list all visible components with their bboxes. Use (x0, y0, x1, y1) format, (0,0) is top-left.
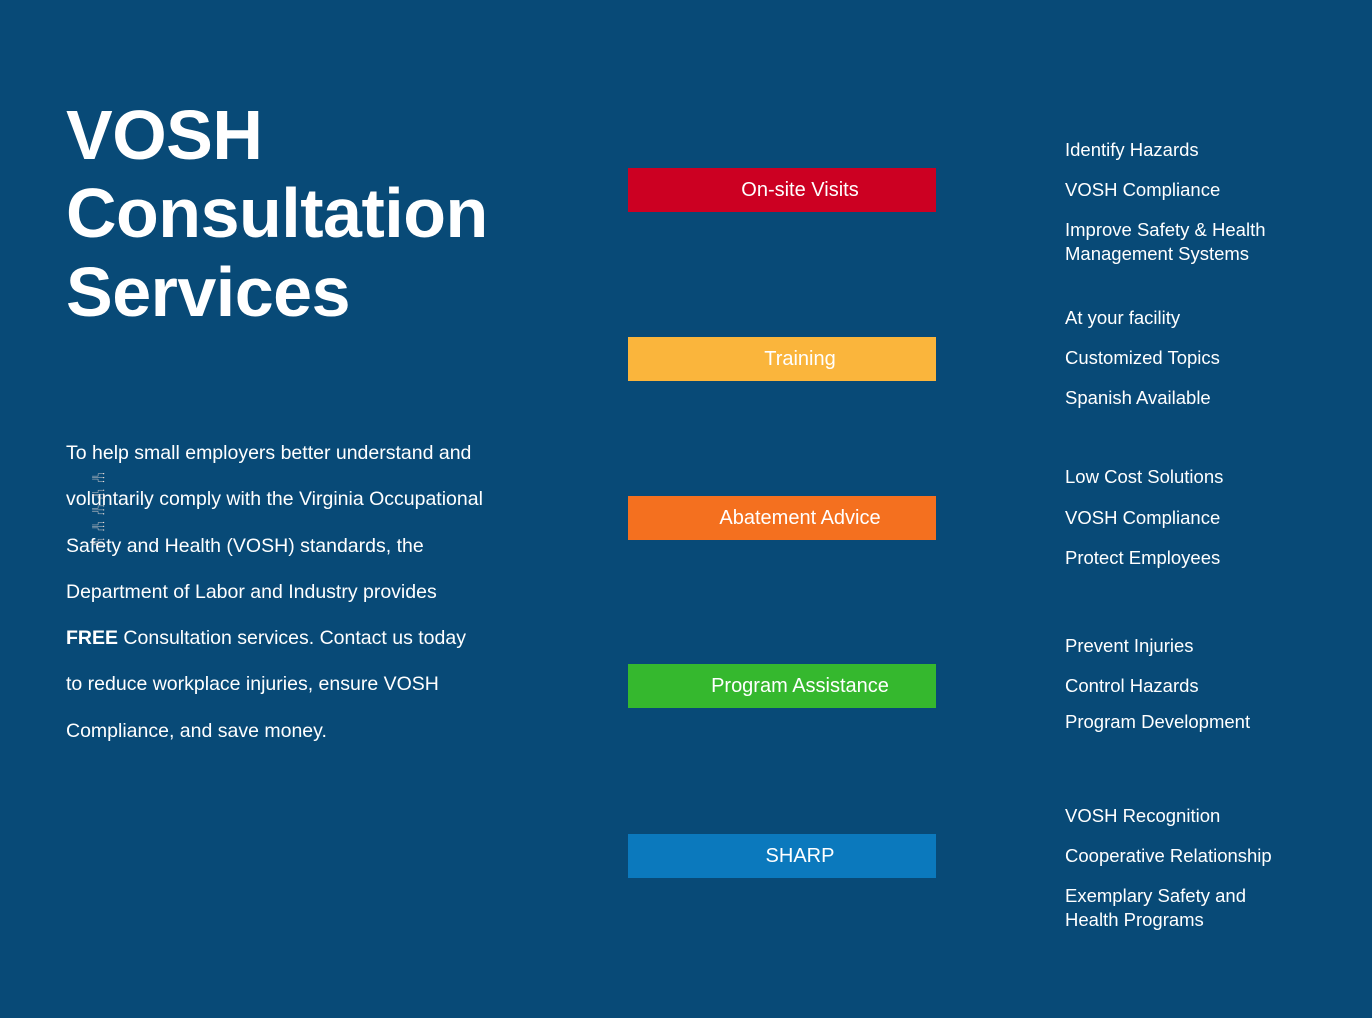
connector-line (92, 505, 104, 509)
branch-label: VOSH Compliance (1065, 507, 1221, 528)
branch-label: Customized Topics (1065, 347, 1220, 368)
branch-dot-icon (102, 505, 105, 507)
branch-label: VOSH Compliance (1065, 179, 1221, 200)
connector-lines (92, 538, 105, 548)
category-box[interactable]: Program Assistance (628, 664, 936, 708)
branch-dot-icon (102, 521, 105, 524)
connector-line (92, 511, 104, 515)
connector-line (92, 495, 104, 499)
category-label: SHARP (765, 844, 835, 867)
category-box[interactable]: Abatement Advice (628, 496, 936, 540)
intro-text-part-1: To help small employers better understan… (66, 442, 483, 603)
intro-paragraph: To help small employers better understan… (66, 430, 486, 754)
connector-lines (92, 489, 105, 499)
connector-lines (92, 521, 105, 531)
branch-label: Control Hazards (1065, 675, 1199, 696)
branch-label: Identify Hazards (1065, 139, 1199, 160)
branch-label: Improve Safety & Health Management Syste… (1065, 219, 1266, 264)
branch-label: At your facility (1065, 307, 1181, 328)
branch-dot-icon (102, 473, 105, 475)
branch-label: Program Development (1065, 711, 1251, 732)
branch-dot-icon (102, 476, 105, 479)
branch-label: Protect Employees (1065, 547, 1221, 568)
branch-label: VOSH Recognition (1065, 805, 1221, 826)
branch-dot-icon (102, 480, 105, 483)
connector-lines (92, 505, 105, 515)
connector-line (92, 527, 104, 531)
intro-text-part-2: Consultation services. Contact us today … (66, 627, 466, 742)
branch-dot-icon (102, 546, 105, 548)
connector-line (92, 522, 104, 526)
branch-dot-icon (102, 513, 105, 515)
connector-line (92, 473, 104, 477)
connector-line (92, 538, 104, 542)
category-label: Abatement Advice (719, 506, 881, 529)
category-box[interactable]: On-site Visits (628, 168, 936, 212)
connector-line (92, 478, 104, 482)
connector-line (92, 544, 104, 548)
page-title: VOSH Consultation Services (66, 96, 488, 331)
branch-dot-icon (102, 542, 105, 544)
left-column: VOSH Consultation Services (66, 96, 586, 331)
branch-label: Prevent Injuries (1065, 635, 1194, 656)
branch-dot-icon (102, 497, 105, 499)
category-box[interactable]: SHARP (628, 834, 936, 878)
category-box[interactable]: Training (628, 337, 936, 381)
branch-dot-icon (102, 525, 105, 528)
category-label: On-site Visits (741, 178, 859, 201)
branch-dot-icon (102, 538, 105, 540)
branch-label: Spanish Available (1065, 387, 1211, 408)
branch-label: Exemplary Safety and Health Programs (1065, 885, 1246, 930)
branch-label: Low Cost Solutions (1065, 466, 1224, 487)
branch-label: Cooperative Relationship (1065, 845, 1272, 866)
category-label: Program Assistance (711, 674, 889, 697)
connector-line (92, 489, 104, 493)
branch-dot-icon (102, 493, 105, 495)
branch-dot-icon (102, 509, 105, 511)
branch-dot-icon (102, 529, 105, 531)
intro-emphasis-free: FREE (66, 627, 119, 650)
connector-lines (92, 473, 105, 483)
branch-dot-icon (102, 489, 105, 491)
category-label: Training (764, 347, 836, 370)
